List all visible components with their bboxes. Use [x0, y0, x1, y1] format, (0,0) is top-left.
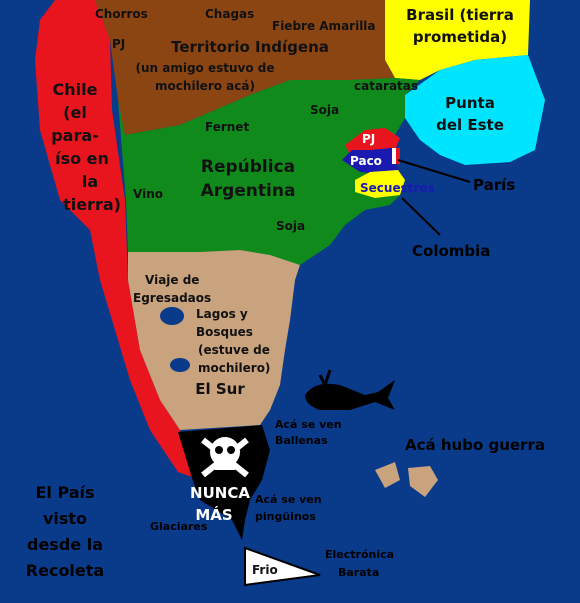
- island-west: [375, 462, 400, 488]
- pinguinos-label-1: Acá se ven: [255, 493, 322, 506]
- chile-label-1: Chile: [53, 80, 98, 99]
- viaje-label-2: Egresadaos: [133, 291, 211, 305]
- recoleta-label-3: desde la: [27, 535, 103, 554]
- territorio-label-2: (un amigo estuvo de: [135, 61, 274, 75]
- ballenas-label-1: Acá se ven: [275, 418, 342, 431]
- region-tierra-del-fuego: [178, 425, 270, 540]
- paris-pointer: [397, 159, 471, 183]
- electronica-label-2: Barata: [338, 566, 379, 579]
- region-territorio-indigena: [95, 0, 395, 135]
- region-republica-argentina: [118, 78, 420, 265]
- chile-label-6: tierra): [63, 195, 121, 214]
- whale-icon: [305, 369, 395, 410]
- lake-1: [160, 307, 184, 325]
- lagos-label-1: Lagos y: [196, 307, 248, 321]
- lagos-label-4: mochilero): [198, 361, 270, 375]
- lagos-label-2: Bosques: [196, 325, 253, 339]
- colombia-pointer: [401, 197, 441, 236]
- glaciares-label: Glaciares: [150, 520, 208, 533]
- nunca-label-1: NUNCA: [190, 484, 250, 502]
- pennant-flag-icon: [244, 546, 321, 587]
- paris-label: París: [473, 176, 515, 194]
- colombia-label: Colombia: [412, 242, 490, 260]
- lagos-label-3: (estuve de: [198, 343, 270, 357]
- recoleta-label-4: Recoleta: [26, 561, 104, 580]
- region-punta-del-este: [405, 55, 545, 165]
- chile-label-5: la: [82, 172, 98, 191]
- territorio-label-1: Territorio Indígena: [171, 38, 329, 56]
- frio-label: Frio: [252, 563, 278, 577]
- viaje-label-1: Viaje de: [145, 273, 199, 287]
- argentina-label-2: Argentina: [201, 181, 296, 201]
- chile-label-2: (el: [63, 103, 87, 122]
- french-flag-icon: [388, 148, 400, 164]
- region-ba-yellow: [355, 170, 405, 198]
- punta-label-1: Punta: [445, 94, 495, 112]
- fiebre-label: Fiebre Amarilla: [272, 19, 376, 33]
- chorros-label: Chorros: [95, 7, 148, 21]
- recoleta-label-1: El País: [35, 483, 94, 502]
- argentina-label-1: República: [201, 157, 295, 177]
- island-east: [408, 466, 438, 497]
- brasil-label-1: Brasil (tierra: [406, 6, 514, 24]
- sur-label: El Sur: [195, 380, 245, 398]
- chagas-label: Chagas: [205, 7, 254, 21]
- soja-bottom-label: Soja: [276, 219, 305, 233]
- punta-label-2: del Este: [436, 116, 504, 134]
- guerra-label: Acá hubo guerra: [405, 436, 545, 454]
- pj-north-label: PJ: [112, 37, 125, 51]
- chile-label-3: para-: [51, 126, 99, 145]
- recoleta-label-2: visto: [43, 509, 87, 528]
- region-chile: [35, 0, 195, 478]
- region-el-sur: [128, 250, 300, 430]
- region-ba-blue: [342, 148, 398, 175]
- territorio-label-3: mochilero acá): [155, 79, 255, 93]
- region-brasil: [385, 0, 530, 80]
- lake-2: [170, 358, 190, 372]
- soja-top-label: Soja: [310, 103, 339, 117]
- pinguinos-label-2: pingüinos: [255, 510, 316, 523]
- paco-label: Paco: [350, 154, 382, 168]
- fernet-label: Fernet: [205, 120, 249, 134]
- cataratas-label: cataratas: [354, 79, 418, 93]
- pj-ba-label: PJ: [362, 132, 375, 146]
- vino-label: Vino: [133, 187, 163, 201]
- brasil-label-2: prometida): [413, 28, 507, 46]
- electronica-label-1: Electrónica: [325, 548, 394, 561]
- ballenas-label-2: Ballenas: [275, 434, 328, 447]
- nunca-label-2: MÁS: [195, 505, 232, 524]
- skull-crossbones-icon: [201, 437, 249, 478]
- chile-label-4: íso en: [55, 149, 109, 168]
- secuestros-label: Secuestros: [360, 181, 435, 195]
